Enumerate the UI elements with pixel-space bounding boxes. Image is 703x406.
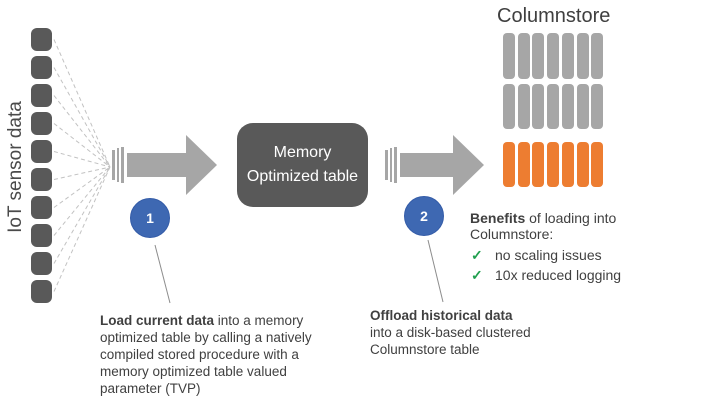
columnstore-gray-bar	[591, 84, 604, 129]
columnstore-orange-bar	[517, 142, 530, 187]
arrow-2-head	[453, 135, 484, 195]
sensor-dashed-line	[53, 166, 111, 264]
sensor-square	[31, 84, 52, 107]
benefits-block: Benefits of loading into Columnstore: ✓ …	[470, 210, 702, 287]
step-2-badge: 2	[404, 196, 444, 236]
columnstore-gray-bar	[532, 84, 545, 129]
note1-bold: Load current data	[100, 313, 215, 328]
sensor-square	[31, 224, 52, 247]
arrow-1-body	[127, 153, 186, 177]
sensor-dashed-line	[53, 95, 111, 168]
benefit-item: ✓ 10x reduced logging	[470, 267, 702, 284]
funnel-bar-6	[394, 147, 397, 183]
funnel-bar-5	[389, 148, 392, 182]
check-icon: ✓	[471, 247, 483, 263]
columnstore-orange-bar	[547, 142, 560, 187]
columnstore-orange-bar	[561, 142, 574, 187]
sensor-square	[31, 28, 52, 51]
sensor-dashed-line	[53, 166, 111, 236]
sensor-dashed-line	[53, 67, 111, 168]
funnel-bar-2	[116, 148, 119, 182]
columnstore-orange-bar	[591, 142, 604, 187]
sensor-dashed-line	[53, 166, 111, 292]
columnstore-title: Columnstore	[497, 5, 611, 27]
sensor-dashed-line	[53, 123, 111, 168]
columnstore-orange-bar	[532, 142, 545, 187]
benefits-heading-bold: Benefits	[470, 210, 526, 226]
sensor-square	[31, 280, 52, 303]
columnstore-orange-bar	[576, 142, 589, 187]
step1-leader-line	[154, 244, 171, 304]
sensor-square	[31, 56, 52, 79]
sensor-dashed-line	[53, 166, 111, 180]
sensor-square	[31, 112, 52, 135]
benefit-text: no scaling issues	[495, 247, 602, 263]
columnstore-gray-bar	[561, 33, 574, 79]
benefits-heading: Benefits of loading into Columnstore:	[470, 210, 702, 242]
columnstore-gray-bar	[503, 33, 515, 79]
arrow-1-head	[186, 135, 217, 195]
benefit-item: ✓ no scaling issues	[470, 247, 702, 264]
sensor-dashed-line	[53, 166, 111, 208]
columnstore-gray-bar	[532, 33, 545, 79]
benefits-heading-rest: of loading into Columnstore:	[470, 210, 617, 242]
columnstore-gray-bar	[517, 33, 530, 79]
columnstore-gray-bar	[547, 84, 560, 129]
sensor-dashed-line	[53, 151, 111, 168]
columnstore-gray-bar	[576, 33, 589, 79]
arrow-2-body	[400, 153, 453, 177]
note2-bold: Offload historical data	[370, 308, 513, 323]
sensor-square	[31, 140, 52, 163]
note-offload-historical-data: Offload historical data into a disk-base…	[370, 307, 555, 358]
memory-box-line2: Optimized table	[246, 168, 359, 185]
sensor-fan-dashed-lines	[53, 39, 111, 292]
check-icon: ✓	[471, 267, 483, 283]
memory-optimized-table-box: Memory Optimized table	[237, 123, 368, 207]
sensor-dashed-line	[53, 39, 111, 168]
step-1-badge: 1	[130, 198, 170, 238]
step-2-number: 2	[420, 208, 428, 224]
sensor-square	[31, 252, 52, 275]
note1-rest: into a memory optimized table by calling…	[100, 313, 312, 396]
sensor-square	[31, 168, 52, 191]
columnstore-orange-bar	[503, 142, 515, 187]
columnstore-gray-bar	[517, 84, 530, 129]
sensor-square	[31, 196, 52, 219]
columnstore-gray-bar	[547, 33, 560, 79]
funnel-bar-3	[121, 147, 124, 183]
benefit-text: 10x reduced logging	[495, 267, 622, 283]
memory-box-line1: Memory	[273, 144, 332, 161]
note-load-current-data: Load current data into a memory optimize…	[100, 312, 340, 397]
columnstore-gray-bar	[561, 84, 574, 129]
columnstore-gray-bar	[503, 84, 515, 129]
step2-leader-line	[427, 239, 444, 303]
funnel-bar-4	[385, 150, 388, 180]
iot-sensor-data-label: IoT sensor data	[5, 101, 26, 233]
note2-rest: into a disk-based clustered Columnstore …	[370, 325, 531, 357]
columnstore-gray-bar	[576, 84, 589, 129]
columnstore-gray-bar	[591, 33, 604, 79]
step-1-number: 1	[146, 210, 154, 226]
funnel-bar-1	[112, 150, 115, 180]
